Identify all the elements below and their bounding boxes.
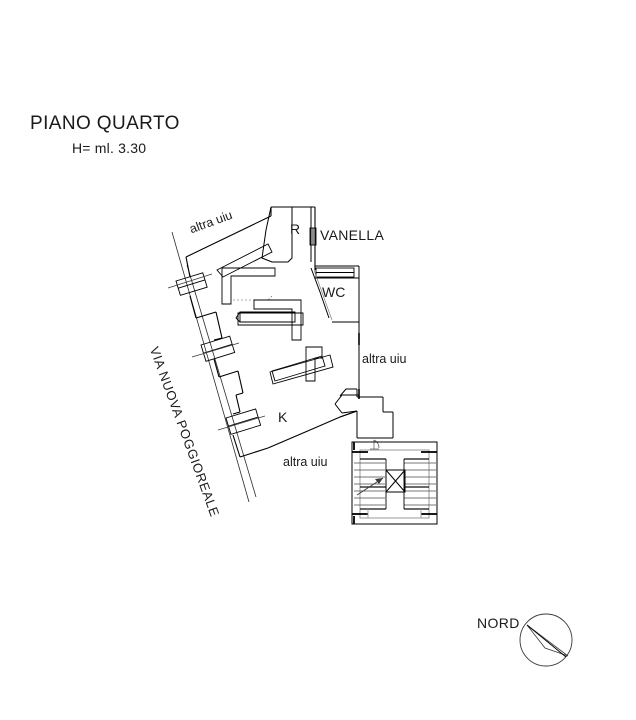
compass-label-nord: NORD (477, 615, 520, 631)
landing-door-swing (370, 439, 380, 450)
room-label-wc: WC (322, 284, 346, 300)
room-label-k: K (278, 409, 288, 425)
page-title: PIANO QUARTO (30, 113, 180, 134)
adjacency-label-right: altra uiu (362, 352, 407, 366)
wc-wall-hatch (313, 269, 333, 321)
stair-flight-edges (385, 459, 405, 509)
stair-treads-right (404, 462, 436, 506)
stairwell-outer-frame (351, 441, 438, 525)
interior-partition-room1 (221, 267, 276, 305)
vanella-wall-opening (315, 267, 355, 278)
stair-lower-landing (367, 509, 422, 519)
north-compass-icon (519, 613, 573, 667)
window-sill-marks (167, 273, 266, 431)
interior-partition-l-shape-mid (253, 299, 302, 341)
interior-partition-long-bar-1 (235, 311, 296, 323)
stair-landing-connector (339, 388, 394, 439)
stair-treads-left (354, 462, 385, 506)
interior-partition-long-bar-2b (269, 354, 334, 385)
stairwell-corner-ticks (352, 442, 437, 524)
page-subtitle-height: H= ml. 3.30 (72, 140, 147, 156)
street-edge-lines (171, 231, 257, 503)
adjacency-label-lower: altra uiu (283, 455, 328, 469)
room-label-r: R (290, 221, 301, 237)
building-outer-wall (185, 206, 358, 458)
vanella-boundary (314, 207, 360, 279)
interior-partition-dashed (233, 295, 273, 301)
interior-partition-long-bar-1b (237, 312, 304, 326)
interior-partition-l-shape-lower (305, 346, 323, 382)
room-r-walls (261, 206, 312, 263)
window-openings-left-facade (175, 272, 262, 435)
door-opening-r (309, 227, 317, 246)
interior-partition-upper (216, 243, 273, 278)
room-label-vanella: VANELLA (320, 227, 385, 243)
stair-stringers (360, 458, 429, 510)
interior-partition-long-bar-2 (271, 355, 326, 382)
elevator-shaft (385, 469, 406, 493)
stair-direction-arrow (356, 477, 384, 496)
right-boundary-wall (334, 278, 360, 414)
